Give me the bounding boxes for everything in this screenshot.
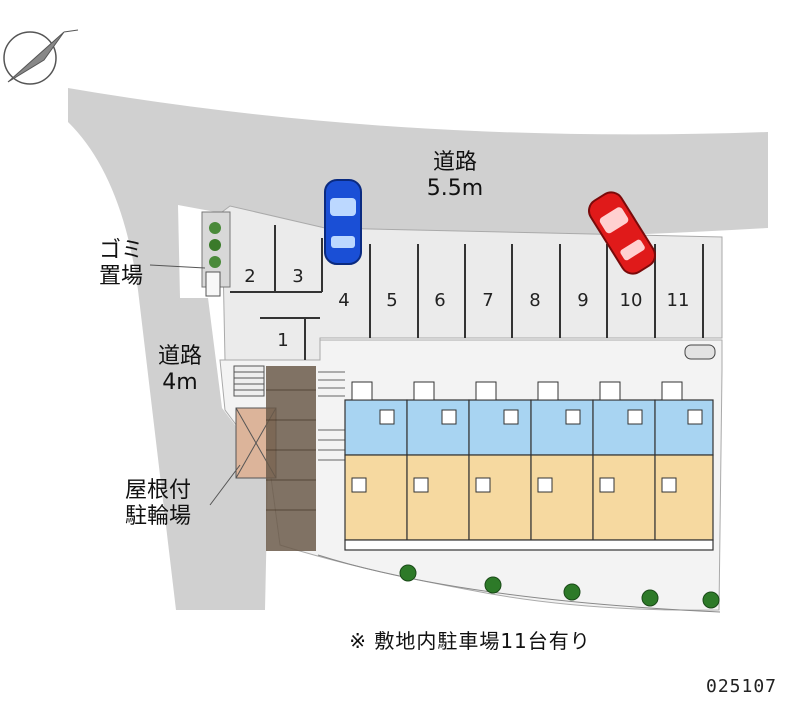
plant-icon bbox=[209, 222, 221, 268]
parking-space-1: 1 bbox=[277, 330, 288, 351]
parking-space-5: 5 bbox=[386, 290, 397, 311]
parking-space-2: 2 bbox=[244, 266, 255, 287]
side-road-label: 道路 4m bbox=[130, 344, 230, 396]
parking-lines bbox=[230, 225, 704, 360]
garbage-label-line2: 置場 bbox=[98, 264, 143, 289]
parking-space-3: 3 bbox=[292, 266, 303, 287]
garbage-leader-line bbox=[149, 264, 206, 269]
bike-shed-label: 屋根付 駐輪場 bbox=[98, 478, 218, 530]
parking-space-4: 4 bbox=[338, 290, 349, 311]
compass-icon bbox=[3, 29, 79, 85]
parking-space-11: 11 bbox=[667, 290, 690, 311]
garbage-label-line1: ゴミ bbox=[98, 238, 143, 263]
main-road-width: 5.5m bbox=[426, 176, 484, 201]
side-road-width: 4m bbox=[162, 370, 198, 395]
blue-car-icon bbox=[324, 179, 362, 265]
apartment-building bbox=[344, 399, 714, 551]
bike-label-line1: 屋根付 bbox=[124, 478, 191, 503]
garbage-label: ゴミ 置場 bbox=[76, 238, 166, 290]
side-road-text: 道路 bbox=[157, 344, 202, 369]
bike-label-line2: 駐輪場 bbox=[124, 504, 191, 529]
walkway bbox=[266, 366, 316, 551]
parking-space-9: 9 bbox=[577, 290, 588, 311]
shrub-icons bbox=[399, 564, 720, 609]
main-road-label: 道路 5.5m bbox=[405, 150, 505, 202]
building-details bbox=[351, 381, 703, 493]
parking-space-6: 6 bbox=[434, 290, 445, 311]
parking-note: ※ 敷地内駐車場11台有り bbox=[349, 629, 591, 653]
bike-leader-line bbox=[209, 464, 241, 506]
parking-space-10: 10 bbox=[620, 290, 643, 311]
parking-space-8: 8 bbox=[529, 290, 540, 311]
parking-space-7: 7 bbox=[482, 290, 493, 311]
listing-code: 025107 bbox=[706, 676, 778, 697]
main-road-text: 道路 bbox=[432, 150, 477, 175]
red-car-icon bbox=[588, 191, 656, 275]
